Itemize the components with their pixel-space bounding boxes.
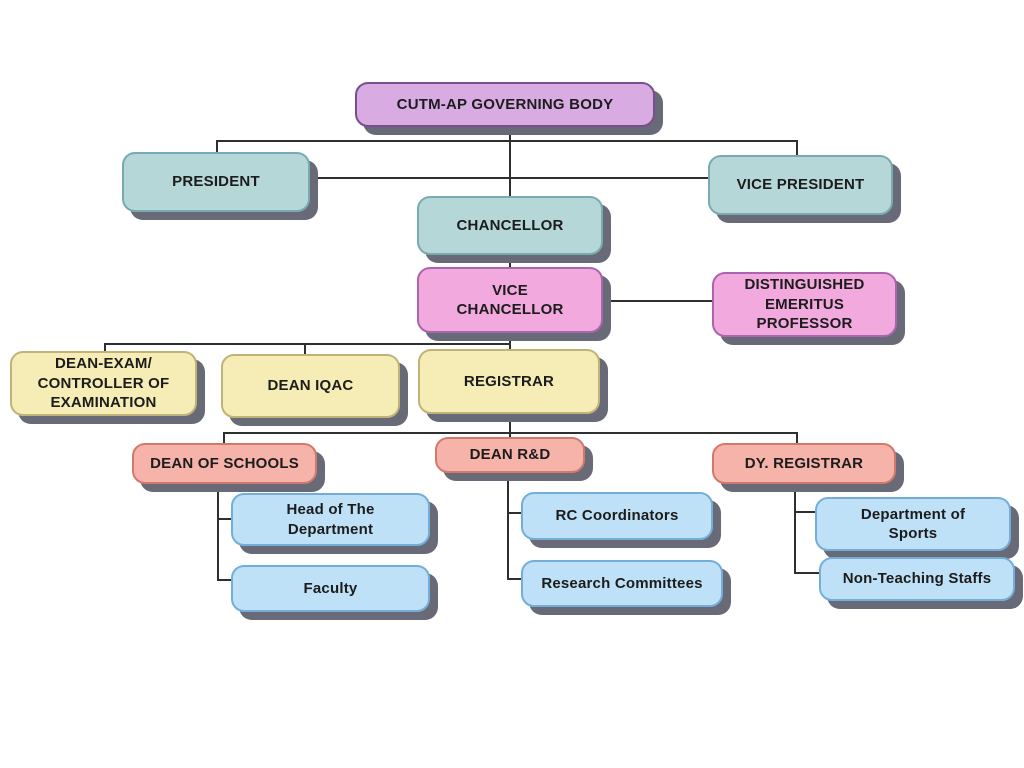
- connector-drop-vice-president: [796, 140, 798, 156]
- node-dean-rd-label: DEAN R&D: [469, 446, 551, 464]
- connector-governing-to-chancellor: [509, 127, 511, 197]
- node-vice-president: VICE PRESIDENT: [708, 155, 893, 215]
- node-dean-iqac-label: DEAN IQAC: [267, 377, 354, 395]
- node-rc-coordinators-label: RC Coordinators: [555, 507, 679, 525]
- node-research-committees: Research Committees: [521, 560, 723, 607]
- connector-drop-president: [216, 140, 218, 153]
- connector-drop-dean-of-schools: [223, 432, 225, 444]
- node-governing-body: CUTM-AP GOVERNING BODY: [355, 82, 655, 127]
- connector-vc-to-emeritus: [603, 300, 713, 302]
- connector-dyreg-spine: [794, 484, 796, 574]
- connector-row-schools-rd-dyreg: [223, 432, 798, 434]
- connector-registrar-down: [509, 414, 511, 438]
- node-dean-rd: DEAN R&D: [435, 437, 585, 473]
- connector-drop-dean-exam: [104, 343, 106, 352]
- node-dean-of-schools-label: DEAN OF SCHOOLS: [150, 454, 299, 472]
- node-dean-exam: DEAN-EXAM/ CONTROLLER OF EXAMINATION: [10, 351, 197, 416]
- connector-rd-spine: [507, 473, 509, 580]
- node-department-of-sports-label: Department of Sports: [860, 505, 966, 543]
- node-distinguished-emeritus-professor-label: DISTINGUISHED EMERITUS PROFESSOR: [744, 276, 865, 333]
- connector-row-deans: [105, 343, 511, 345]
- node-faculty-label: Faculty: [303, 579, 358, 597]
- connector-stub-faculty: [217, 579, 232, 581]
- node-dy-registrar-label: DY. REGISTRAR: [744, 454, 864, 472]
- connector-drop-dy-registrar: [796, 432, 798, 444]
- node-chancellor: CHANCELLOR: [417, 196, 603, 255]
- node-registrar-label: REGISTRAR: [463, 372, 555, 390]
- node-faculty: Faculty: [231, 565, 430, 612]
- node-registrar: REGISTRAR: [418, 349, 600, 414]
- node-non-teaching-staffs: Non-Teaching Staffs: [819, 557, 1015, 601]
- connector-stub-research-committees: [507, 578, 522, 580]
- node-vice-president-label: VICE PRESIDENT: [736, 176, 865, 194]
- node-president-label: PRESIDENT: [172, 173, 260, 191]
- node-research-committees-label: Research Committees: [541, 574, 703, 592]
- node-non-teaching-staffs-label: Non-Teaching Staffs: [842, 570, 992, 588]
- node-rc-coordinators: RC Coordinators: [521, 492, 713, 540]
- connector-drop-dean-iqac: [304, 343, 306, 355]
- connector-schools-spine: [217, 484, 219, 581]
- node-dean-iqac: DEAN IQAC: [221, 354, 400, 418]
- node-distinguished-emeritus-professor: DISTINGUISHED EMERITUS PROFESSOR: [712, 272, 897, 337]
- connector-vc-to-registrar: [509, 333, 511, 350]
- node-head-of-department-label: Head of The Department: [286, 501, 375, 538]
- connector-stub-dept-sports: [794, 511, 816, 513]
- node-president: PRESIDENT: [122, 152, 310, 212]
- connector-president-vp-lateral: [310, 177, 708, 179]
- node-governing-body-label: CUTM-AP GOVERNING BODY: [396, 95, 614, 113]
- connector-chancellor-to-vc: [509, 255, 511, 268]
- connector-stub-non-teaching: [794, 572, 820, 574]
- node-head-of-department: Head of The Department: [231, 493, 430, 546]
- node-vice-chancellor-label: VICE CHANCELLOR: [456, 281, 564, 319]
- connector-stub-rc-coordinators: [507, 512, 522, 514]
- node-dean-of-schools: DEAN OF SCHOOLS: [132, 443, 317, 484]
- node-vice-chancellor: VICE CHANCELLOR: [417, 267, 603, 333]
- connector-row-president-vp: [216, 140, 798, 142]
- node-dy-registrar: DY. REGISTRAR: [712, 443, 896, 484]
- node-chancellor-label: CHANCELLOR: [456, 216, 564, 234]
- connector-stub-hod: [217, 518, 232, 520]
- node-department-of-sports: Department of Sports: [815, 497, 1011, 551]
- node-dean-exam-label: DEAN-EXAM/ CONTROLLER OF EXAMINATION: [37, 355, 170, 412]
